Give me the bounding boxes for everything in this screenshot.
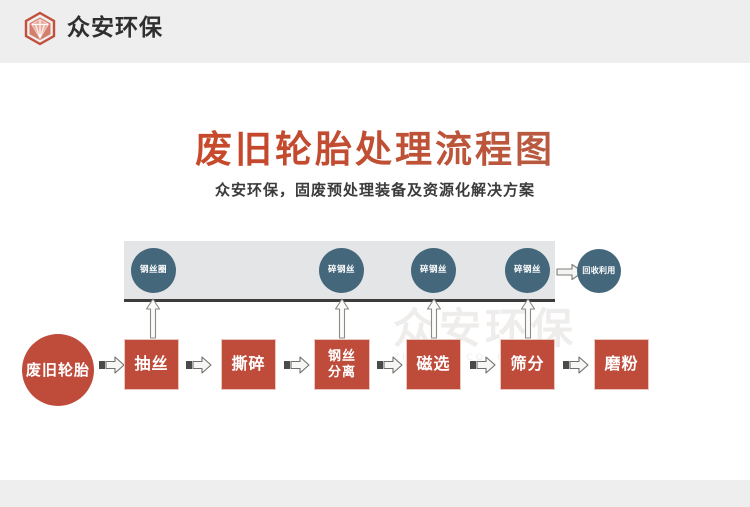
flow-step-3-label: 钢丝 分离 (327, 348, 356, 380)
page-subtitle: 众安环保，固废预处理装备及资源化解决方案 (214, 181, 535, 199)
byproduct-node-3-label: 碎钢丝 (419, 264, 447, 275)
flow-arrow-icon-3 (284, 355, 310, 375)
flow-step-5[interactable]: 筛分 (500, 339, 555, 390)
flow-arrow-icon-6 (563, 355, 589, 375)
flow-step-1-label: 抽丝 (134, 354, 169, 374)
brand-name: 众安环保 (67, 14, 163, 41)
byproduct-node-1-label: 钢丝圈 (139, 264, 167, 275)
flow-step-6[interactable]: 磨粉 (594, 339, 649, 390)
flow-step-5-label: 筛分 (510, 354, 545, 374)
flow-step-2[interactable]: 撕碎 (221, 339, 276, 390)
flow-step-4-label: 磁选 (416, 354, 451, 374)
up-arrow-icon-2 (334, 298, 350, 339)
hexagon-diamond-logo-icon (22, 10, 58, 46)
page-title: 废旧轮胎处理流程图 (0, 129, 750, 171)
flow-step-4[interactable]: 磁选 (406, 339, 461, 390)
byproduct-node-4[interactable]: 碎钢丝 (505, 248, 550, 293)
recovery-bar-rule (124, 299, 555, 302)
top-bar (0, 0, 750, 63)
flow-step-2-label: 撕碎 (231, 354, 266, 374)
up-arrow-icon-1 (145, 298, 161, 339)
flow-arrow-icon-1 (99, 355, 125, 375)
recycling-output-node[interactable]: 回收利用 (577, 249, 621, 293)
byproduct-node-2[interactable]: 碎钢丝 (319, 248, 364, 293)
byproduct-node-2-label: 碎钢丝 (327, 264, 355, 275)
flow-arrow-icon-5 (470, 355, 496, 375)
flow-step-6-label: 磨粉 (604, 354, 639, 374)
flow-start-node[interactable]: 废旧轮胎 (22, 334, 94, 406)
flow-step-3[interactable]: 钢丝 分离 (314, 339, 370, 390)
up-arrow-icon-3 (426, 298, 442, 339)
up-arrow-icon-4 (520, 298, 536, 339)
flow-step-1[interactable]: 抽丝 (124, 339, 179, 390)
flow-arrow-icon-4 (377, 355, 403, 375)
bottom-bar (0, 480, 750, 507)
flow-arrow-icon-2 (186, 355, 212, 375)
brand-logo[interactable]: 众安环保 (22, 10, 163, 46)
byproduct-node-3[interactable]: 碎钢丝 (411, 248, 456, 293)
recycling-output-label: 回收利用 (582, 266, 616, 276)
flow-start-label: 废旧轮胎 (25, 361, 90, 379)
byproduct-node-1[interactable]: 钢丝圈 (131, 248, 176, 293)
byproduct-node-4-label: 碎钢丝 (513, 264, 541, 275)
